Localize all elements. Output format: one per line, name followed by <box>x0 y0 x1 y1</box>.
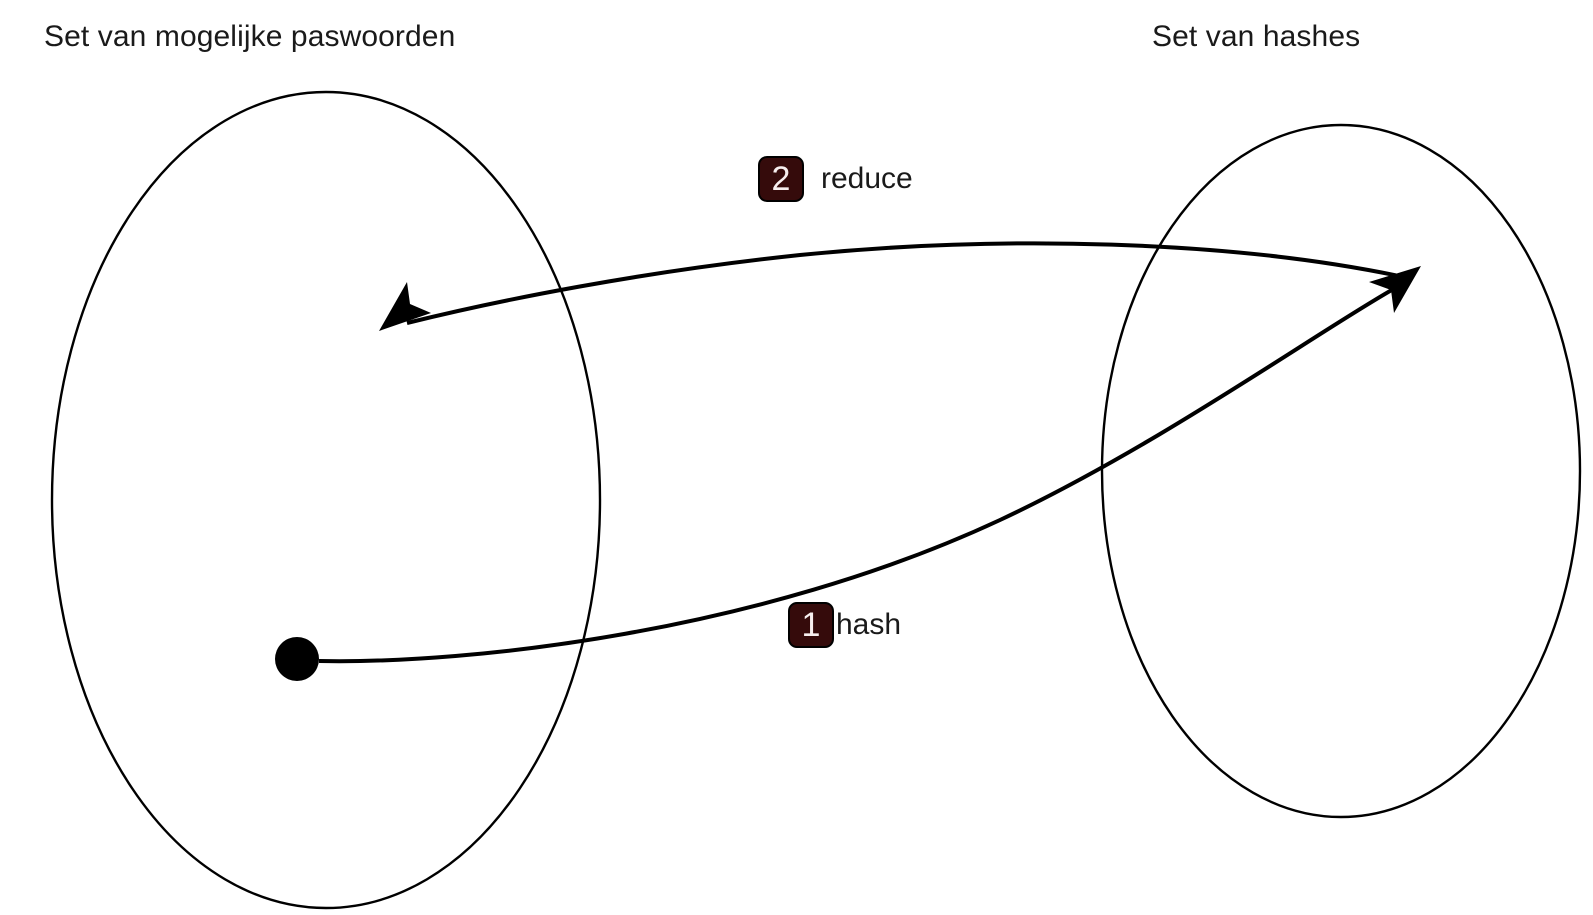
step-2-reduce: 2 reduce <box>758 156 913 202</box>
step-1-hash: 1 hash <box>788 602 901 648</box>
hash-set-label: Set van hashes <box>1152 20 1361 53</box>
reduce-arrow-head <box>379 282 431 331</box>
hash-arrow-line <box>318 285 1398 664</box>
password-set-ellipse <box>50 90 602 910</box>
reduce-arrow-line <box>406 241 1405 325</box>
step-1-label: hash <box>836 608 902 641</box>
step-2-label: reduce <box>821 162 913 195</box>
password-point <box>275 637 319 681</box>
hash-set-ellipse <box>1100 123 1582 819</box>
step-2-badge: 2 <box>758 156 804 202</box>
hash-arrow-head <box>1369 266 1421 313</box>
password-set-label: Set van mogelijke paswoorden <box>44 20 456 53</box>
step-1-badge: 1 <box>788 602 834 648</box>
